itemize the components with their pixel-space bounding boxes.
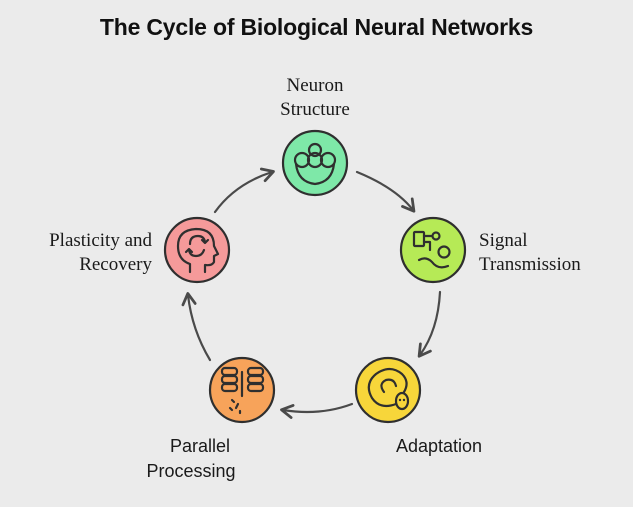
node-parallel-processing: Parallel Processing (146, 356, 276, 481)
signal-node-icon (412, 230, 451, 269)
head-cycle-icon (176, 227, 220, 274)
neuron-circle (281, 129, 349, 197)
parallel-stacks-icon (220, 366, 265, 415)
node-adaptation: Adaptation (354, 356, 482, 456)
signal-label-line2: Transmission (479, 254, 581, 275)
node-signal-transmission: Signal Transmission (399, 216, 581, 284)
adaptation-label: Adaptation (396, 436, 482, 456)
neuron-label-line2: Structure (280, 99, 350, 120)
diagram-title: The Cycle of Biological Neural Networks (99, 14, 534, 40)
neuron-cluster-icon (293, 142, 337, 186)
arrow-signal-to-adaptation (417, 290, 442, 358)
plasticity-label-line2: Recovery (79, 254, 152, 275)
arrow-neuron-to-signal (355, 170, 416, 213)
signal-label-line1: Signal (479, 230, 528, 251)
signal-circle (399, 216, 467, 284)
snake-coil-icon (367, 367, 410, 411)
plasticity-label-line1: Plasticity and (49, 230, 152, 251)
parallel-label-line2: Processing (146, 461, 235, 481)
neuron-label-line1: Neuron (287, 75, 344, 96)
parallel-label-line1: Parallel (170, 436, 230, 456)
node-neuron-structure: Neuron Structure (280, 75, 350, 197)
adaptation-circle (354, 356, 422, 424)
node-plasticity-recovery: Plasticity and Recovery (49, 216, 231, 284)
arrow-parallel-to-plasticity (181, 292, 212, 362)
arrow-adaptation-to-parallel (280, 402, 354, 419)
arrow-plasticity-to-neuron (213, 167, 275, 214)
plasticity-circle (163, 216, 231, 284)
